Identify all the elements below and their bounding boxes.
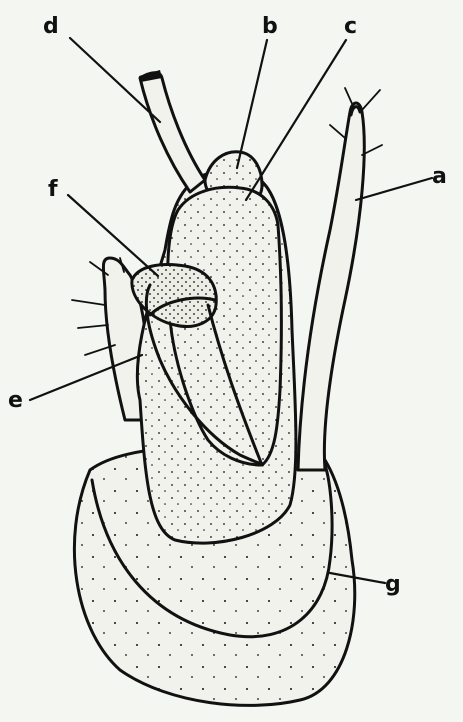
label-b: b (262, 14, 278, 39)
label-d: d (43, 14, 59, 39)
label-a: a (432, 164, 447, 189)
label-c: c (344, 14, 357, 39)
label-e: e (8, 388, 23, 413)
label-g: g (385, 572, 401, 597)
arm-a (298, 103, 364, 470)
label-f: f (48, 177, 58, 202)
leader-a (356, 178, 432, 200)
tube-d (140, 73, 205, 192)
leader-b (237, 40, 267, 168)
